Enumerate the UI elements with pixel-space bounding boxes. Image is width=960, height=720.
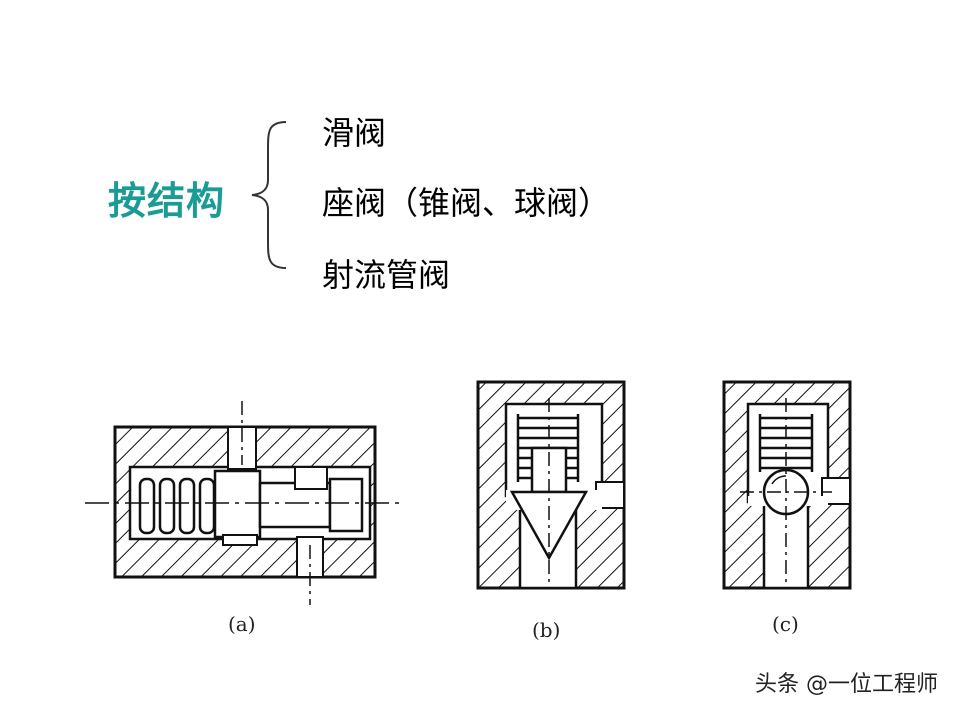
caption-a: (a) xyxy=(228,612,256,636)
type-spool-valve: 滑阀 xyxy=(322,114,387,152)
watermark: 头条 @一位工程师 xyxy=(755,672,938,697)
figure-b-cone-valve xyxy=(476,380,626,590)
figure-c-ball-valve xyxy=(722,380,852,590)
figure-a-spool-valve xyxy=(85,401,405,605)
classification-heading: 按结构 xyxy=(108,179,226,223)
caption-c: (c) xyxy=(772,612,799,636)
type-jet-pipe-valve: 射流管阀 xyxy=(322,256,451,294)
type-seat-valve: 座阀（锥阀、球阀） xyxy=(322,184,611,222)
curly-brace xyxy=(251,121,287,269)
caption-b: (b) xyxy=(532,618,561,642)
